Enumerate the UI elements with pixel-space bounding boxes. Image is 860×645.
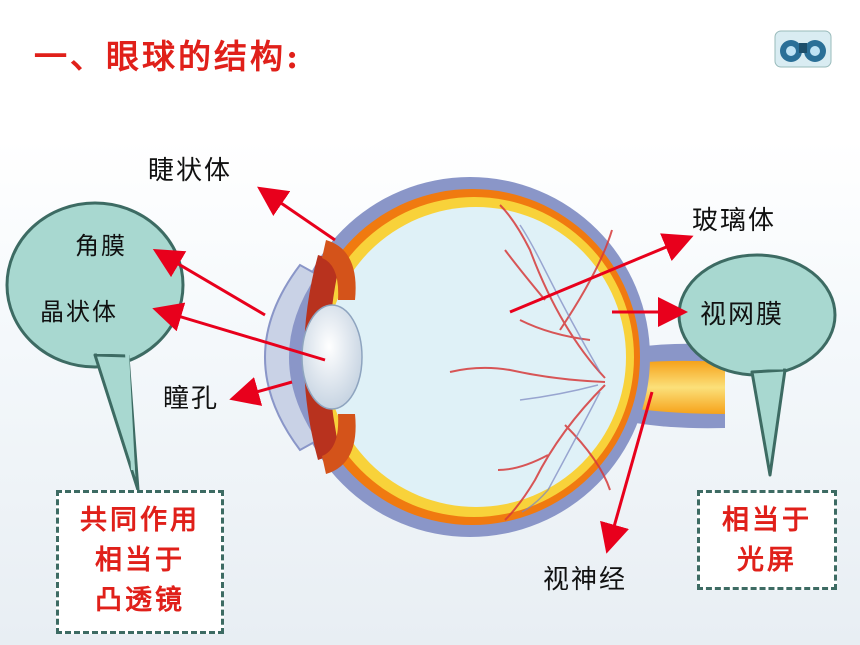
cornea-shape xyxy=(264,263,320,452)
pointer-arrows xyxy=(152,186,694,554)
arrow-cornea xyxy=(152,248,266,317)
lens-note-line-3: 凸透镜 xyxy=(95,585,185,616)
retina-group-note: 相当于 光屏 xyxy=(697,490,837,590)
slide-title: 一、眼球的结构: xyxy=(34,37,302,76)
lens-group-bubble xyxy=(5,201,185,492)
lens-note-line-2: 相当于 xyxy=(95,545,185,576)
arrow-optic-nerve xyxy=(600,391,654,554)
ciliary-muscle xyxy=(322,240,356,300)
arrow-vitreous xyxy=(509,233,694,314)
arrow-lens xyxy=(152,302,326,362)
ciliary-muscle-lower xyxy=(322,414,356,474)
blood-vessels xyxy=(449,204,613,521)
label-vitreous-body: 玻璃体 xyxy=(692,206,777,236)
label-ciliary-body: 睫状体 xyxy=(148,156,233,186)
lens-shape xyxy=(301,304,363,410)
retina-note-line-2: 光屏 xyxy=(737,545,797,576)
retina-note-line-1: 相当于 xyxy=(722,505,812,536)
label-cornea: 角膜 xyxy=(75,232,127,260)
lens-note-line-1: 共同作用 xyxy=(80,505,200,536)
label-optic-nerve: 视神经 xyxy=(543,565,628,595)
arrow-ciliary-body xyxy=(257,186,336,242)
label-retina: 视网膜 xyxy=(700,300,785,330)
lens-group-note: 共同作用 相当于 凸透镜 xyxy=(56,490,224,634)
label-pupil: 瞳孔 xyxy=(163,384,220,414)
vitreous xyxy=(326,207,626,507)
arrow-pupil xyxy=(229,377,293,406)
retinal-veins xyxy=(519,224,601,513)
label-lens: 晶状体 xyxy=(40,298,118,326)
binoculars-icon xyxy=(774,30,832,68)
